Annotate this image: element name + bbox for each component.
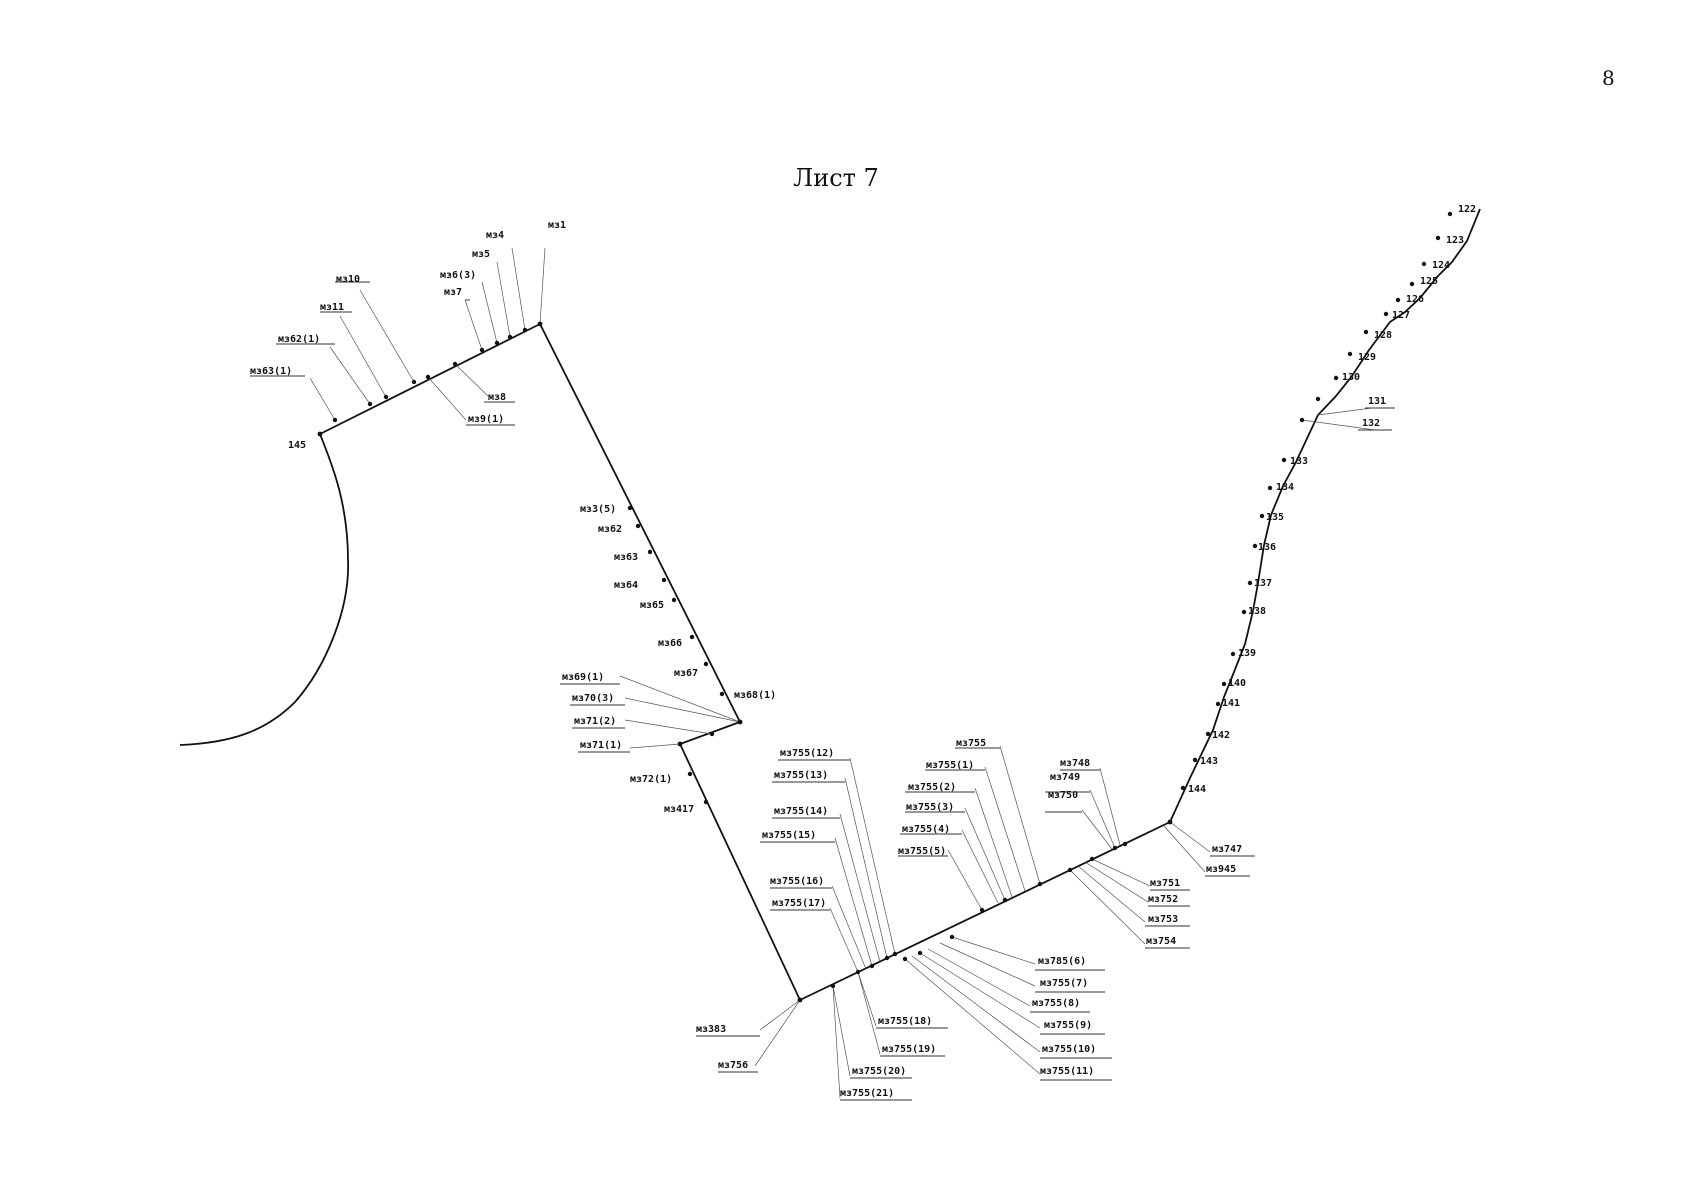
label-143: 143 bbox=[1200, 756, 1218, 767]
label-kz755-7: мз755(7) bbox=[1040, 978, 1088, 989]
label-kz748: мз748 bbox=[1060, 758, 1090, 769]
point-labels: мз1 мз4 мз5 мз6(3) мз7 мз10 мз11 мз62(1)… bbox=[250, 204, 1476, 1099]
label-kz62: мз62 bbox=[598, 524, 622, 535]
label-kz72-1: мз72(1) bbox=[630, 774, 672, 785]
label-kz68-1: мз68(1) bbox=[734, 690, 776, 701]
label-kz1: мз1 bbox=[548, 220, 566, 231]
label-126: 126 bbox=[1406, 294, 1424, 305]
east-curve bbox=[1169, 208, 1481, 823]
label-kz4: мз4 bbox=[486, 230, 504, 241]
label-128: 128 bbox=[1374, 330, 1392, 341]
label-kz6-3: мз6(3) bbox=[440, 270, 476, 281]
label-kz66: мз66 bbox=[658, 638, 682, 649]
label-kz63: мз63 bbox=[614, 552, 638, 563]
page-number: 8 bbox=[1602, 66, 1615, 90]
label-133: 133 bbox=[1290, 456, 1308, 467]
label-kz750: мз750 bbox=[1048, 790, 1078, 801]
leaders-northwest bbox=[250, 247, 546, 426]
label-kz8: мз8 bbox=[488, 392, 506, 403]
label-kz945: мз945 bbox=[1206, 864, 1236, 875]
label-kz10: мз10 bbox=[336, 274, 360, 285]
label-kz63-1: мз63(1) bbox=[250, 366, 292, 377]
label-kz755-3: мз755(3) bbox=[906, 802, 954, 813]
label-kz785-6: мз785(6) bbox=[1038, 956, 1086, 967]
label-kz754: мз754 bbox=[1146, 936, 1176, 947]
label-kz62-1: мз62(1) bbox=[278, 334, 320, 345]
label-136: 136 bbox=[1258, 542, 1276, 553]
label-138: 138 bbox=[1248, 606, 1266, 617]
label-kz755-18: мз755(18) bbox=[878, 1016, 932, 1027]
leaders-south bbox=[760, 407, 1395, 1101]
label-kz65: мз65 bbox=[640, 600, 664, 611]
label-kz755-1: мз755(1) bbox=[926, 760, 974, 771]
label-142: 142 bbox=[1212, 730, 1230, 741]
label-124: 124 bbox=[1432, 260, 1450, 271]
label-kz755-16: мз755(16) bbox=[770, 876, 824, 887]
label-kz755-8: мз755(8) bbox=[1032, 998, 1080, 1009]
label-kz11: мз11 bbox=[320, 302, 344, 313]
label-125: 125 bbox=[1420, 276, 1438, 287]
label-137: 137 bbox=[1254, 578, 1272, 589]
vertex-dots bbox=[317, 211, 1453, 1003]
label-kz755: мз755 bbox=[956, 738, 986, 749]
label-127: 127 bbox=[1392, 310, 1410, 321]
label-kz417: мз417 bbox=[664, 804, 694, 815]
label-kz753: мз753 bbox=[1148, 914, 1178, 925]
label-kz755-13: мз755(13) bbox=[774, 770, 828, 781]
label-145: 145 bbox=[288, 440, 306, 451]
label-kz71-1: мз71(1) bbox=[580, 740, 622, 751]
label-kz755-11: мз755(11) bbox=[1040, 1066, 1094, 1077]
label-kz7: мз7 bbox=[444, 287, 462, 298]
label-kz755-17: мз755(17) bbox=[772, 898, 826, 909]
label-kz755-10: мз755(10) bbox=[1042, 1044, 1096, 1055]
label-129: 129 bbox=[1358, 352, 1376, 363]
label-kz755-15: мз755(15) bbox=[762, 830, 816, 841]
label-kz64: мз64 bbox=[614, 580, 638, 591]
label-132: 132 bbox=[1362, 418, 1380, 429]
label-kz5: мз5 bbox=[472, 249, 490, 260]
diagonal-edge-north bbox=[539, 323, 801, 1001]
label-kz755-21: мз755(21) bbox=[840, 1088, 894, 1099]
label-141: 141 bbox=[1222, 698, 1240, 709]
south-edge bbox=[799, 821, 1171, 1001]
label-kz755-9: мз755(9) bbox=[1044, 1020, 1092, 1031]
label-kz755-20: мз755(20) bbox=[852, 1066, 906, 1077]
label-kz747: мз747 bbox=[1212, 844, 1242, 855]
label-kz755-19: мз755(19) bbox=[882, 1044, 936, 1055]
label-kz756: мз756 bbox=[718, 1060, 748, 1071]
label-144: 144 bbox=[1188, 784, 1206, 795]
label-kz755-2: мз755(2) bbox=[908, 782, 956, 793]
label-139: 139 bbox=[1238, 648, 1256, 659]
label-130: 130 bbox=[1342, 372, 1360, 383]
label-123: 123 bbox=[1446, 235, 1464, 246]
leaders-middle bbox=[560, 675, 801, 1073]
label-kz70-3: мз70(3) bbox=[572, 693, 614, 704]
label-kz755-4: мз755(4) bbox=[902, 824, 950, 835]
sheet-title: Лист 7 bbox=[793, 164, 879, 192]
label-135: 135 bbox=[1266, 512, 1284, 523]
label-131: 131 bbox=[1368, 396, 1386, 407]
label-kz3-5: мз3(5) bbox=[580, 504, 616, 515]
label-kz755-5: мз755(5) bbox=[898, 846, 946, 857]
label-122: 122 bbox=[1458, 204, 1476, 215]
label-kz752: мз752 bbox=[1148, 894, 1178, 905]
label-kz751: мз751 bbox=[1150, 878, 1180, 889]
label-kz71-2: мз71(2) bbox=[574, 716, 616, 727]
label-134: 134 bbox=[1276, 482, 1294, 493]
label-kz69-1: мз69(1) bbox=[562, 672, 604, 683]
label-kz749: мз749 bbox=[1050, 772, 1080, 783]
label-kz67: мз67 bbox=[674, 668, 698, 679]
label-kz383: мз383 bbox=[696, 1024, 726, 1035]
label-140: 140 bbox=[1228, 678, 1246, 689]
label-kz755-14: мз755(14) bbox=[774, 806, 828, 817]
label-kz755-12: мз755(12) bbox=[780, 748, 834, 759]
label-kz9-1: мз9(1) bbox=[468, 414, 504, 425]
west-curve bbox=[179, 433, 349, 746]
